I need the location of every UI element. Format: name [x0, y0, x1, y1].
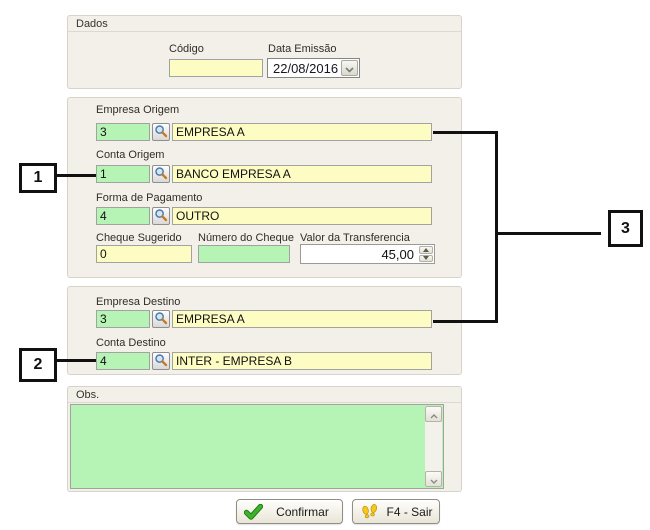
valor-transferencia-label: Valor da Transferencia	[300, 232, 410, 244]
callout-3-box: 3	[608, 210, 643, 247]
obs-textarea[interactable]	[70, 404, 444, 489]
callout-3-line	[498, 232, 601, 235]
valor-transferencia-spinner[interactable]: 45,00	[300, 244, 435, 264]
callout-1-number: 1	[33, 169, 43, 186]
callout-2-box: 2	[19, 348, 57, 382]
obs-group: Obs.	[67, 386, 462, 492]
callout-3-bracket-vertical-line	[495, 131, 498, 323]
callout-1-line	[57, 174, 96, 177]
obs-scroll-up-button[interactable]	[425, 406, 442, 422]
cheque-sugerido-input[interactable]	[96, 245, 192, 263]
conta-origem-code-input[interactable]	[96, 165, 150, 183]
magnifier-icon	[154, 166, 168, 183]
dados-group: Dados Código Data Emissão 22/08/2016	[67, 15, 462, 89]
triangle-up-icon	[423, 247, 429, 252]
empresa-origem-name-input[interactable]	[172, 123, 432, 141]
obs-group-caption: Obs.	[68, 387, 461, 403]
destino-group: Empresa Destino Conta Destino	[67, 286, 462, 375]
magnifier-icon	[154, 311, 168, 328]
conta-destino-label: Conta Destino	[96, 337, 166, 349]
magnifier-icon	[154, 208, 168, 225]
callout-3-bracket-top-line	[433, 131, 498, 134]
valor-spin-buttons	[419, 246, 433, 262]
data-emissao-combobox[interactable]: 22/08/2016	[267, 58, 360, 78]
footprints-icon	[360, 503, 380, 521]
conta-origem-label: Conta Origem	[96, 149, 165, 161]
callout-2-line	[57, 359, 96, 362]
valor-transferencia-value: 45,00	[381, 247, 414, 262]
empresa-destino-lookup-button[interactable]	[152, 310, 170, 328]
callout-1-box: 1	[19, 163, 57, 193]
magnifier-icon	[154, 124, 168, 141]
confirmar-button-label: Confirmar	[276, 504, 329, 519]
check-icon	[244, 503, 263, 520]
callout-2-number: 2	[33, 356, 43, 373]
conta-destino-code-input[interactable]	[96, 352, 150, 370]
origem-group: Empresa Origem Conta Origem Forma de Pag…	[67, 97, 462, 278]
f4-sair-button[interactable]: F4 - Sair	[352, 499, 440, 524]
valor-spin-up-button[interactable]	[419, 246, 433, 254]
data-emissao-dropdown-button[interactable]	[341, 60, 358, 76]
callout-3-number: 3	[621, 219, 630, 237]
empresa-origem-label: Empresa Origem	[96, 104, 180, 116]
confirmar-button[interactable]: Confirmar	[236, 499, 343, 524]
triangle-down-icon	[423, 256, 429, 261]
callout-3-bracket-bottom-line	[433, 320, 498, 323]
cheque-sugerido-label: Cheque Sugerido	[96, 232, 182, 244]
dados-group-caption: Dados	[68, 16, 461, 32]
f4-sair-button-label: F4 - Sair	[386, 504, 433, 519]
forma-pagamento-lookup-button[interactable]	[152, 207, 170, 225]
dados-group-title: Dados	[76, 18, 108, 30]
empresa-destino-code-input[interactable]	[96, 310, 150, 328]
conta-origem-name-input[interactable]	[172, 165, 432, 183]
empresa-origem-lookup-button[interactable]	[152, 123, 170, 141]
chevron-down-icon	[345, 61, 354, 76]
data-emissao-value: 22/08/2016	[273, 61, 339, 76]
chevron-up-icon	[430, 407, 438, 422]
data-emissao-label: Data Emissão	[268, 43, 337, 55]
magnifier-icon	[154, 353, 168, 370]
chevron-down-icon	[430, 472, 438, 487]
forma-pagamento-name-input[interactable]	[172, 207, 432, 225]
obs-scrollbar[interactable]	[425, 406, 442, 487]
obs-scroll-down-button[interactable]	[425, 471, 442, 487]
codigo-input[interactable]	[169, 59, 263, 77]
forma-pagamento-code-input[interactable]	[96, 207, 150, 225]
empresa-destino-name-input[interactable]	[172, 310, 432, 328]
obs-group-title: Obs.	[76, 389, 100, 401]
conta-origem-lookup-button[interactable]	[152, 165, 170, 183]
empresa-destino-label: Empresa Destino	[96, 296, 181, 308]
numero-cheque-input[interactable]	[198, 245, 290, 263]
empresa-origem-code-input[interactable]	[96, 123, 150, 141]
forma-pagamento-label: Forma de Pagamento	[96, 192, 203, 204]
valor-spin-down-button[interactable]	[419, 254, 433, 262]
conta-destino-lookup-button[interactable]	[152, 352, 170, 370]
codigo-label: Código	[169, 43, 204, 55]
conta-destino-name-input[interactable]	[172, 352, 432, 370]
numero-cheque-label: Número do Cheque	[198, 232, 295, 244]
